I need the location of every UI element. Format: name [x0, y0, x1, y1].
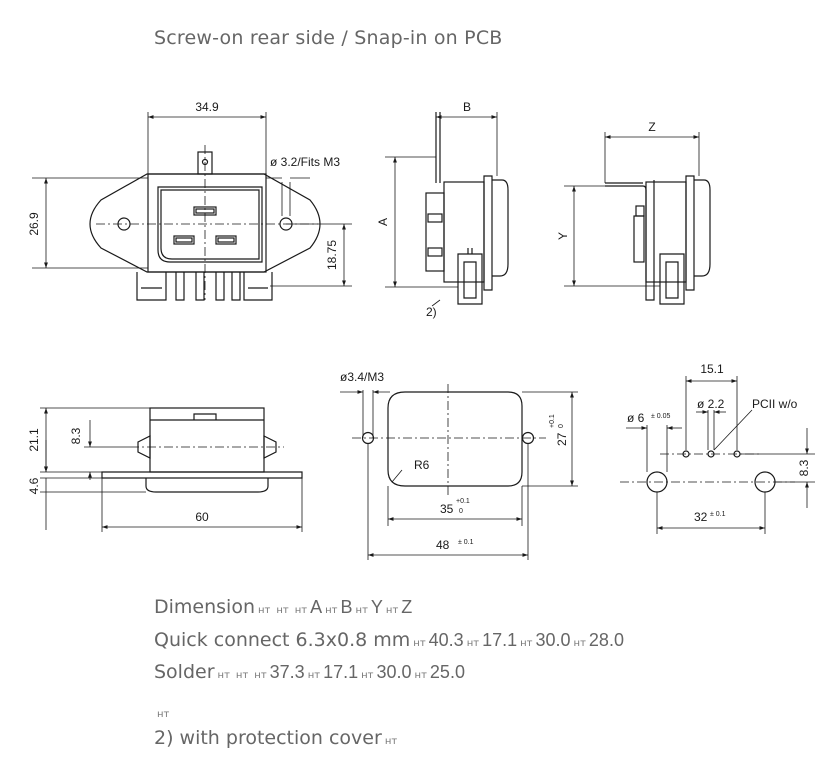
table-cell: 28.0: [588, 630, 624, 650]
dim-26-9: 26.9: [27, 212, 41, 236]
dim-35: 35: [440, 502, 454, 516]
side-view-a-b: [385, 112, 509, 307]
table-blank-row: нт: [154, 700, 172, 722]
table-cell: A: [310, 597, 323, 617]
dim-48: 48: [436, 538, 450, 552]
table-cell: B: [340, 597, 353, 617]
dim-35-tol-upper: +0.1: [456, 498, 470, 505]
table-cell: Z: [401, 597, 413, 617]
dim-d2-2: ø 2.2: [697, 397, 725, 411]
bottom-view: [40, 407, 303, 532]
table-cell: 25.0: [429, 662, 465, 682]
technical-drawing: 34.9 ø 3.2/Fits M3 26.9 18.75 B A 2): [27, 100, 815, 560]
separator: нт: [276, 605, 289, 616]
panel-cutout-view: [340, 384, 578, 560]
dim-48-tol: ± 0.1: [458, 539, 474, 546]
table-cell: 30.0: [376, 662, 412, 682]
dim-d6: ø 6: [627, 411, 645, 425]
separator: нт: [385, 605, 399, 616]
separator: нт: [361, 670, 374, 681]
separator: нт: [235, 670, 249, 681]
separator: нт: [325, 605, 338, 616]
dim-z: Z: [648, 120, 655, 134]
dim-hole-m3: ø 3.2/Fits M3: [270, 155, 340, 169]
separator: нт: [520, 638, 533, 649]
note-2-marker: 2): [426, 305, 437, 319]
separator: нт: [217, 670, 230, 681]
dim-35-tol-lower: 0: [459, 508, 463, 515]
dim-18-75: 18.75: [325, 240, 339, 270]
dim-15-1: 15.1: [700, 362, 724, 376]
table-cell: Y: [370, 597, 383, 617]
separator: нт: [157, 709, 170, 720]
dim-32-tol: ± 0.1: [710, 511, 726, 518]
dim-32: 32: [694, 510, 708, 524]
separator: нт: [294, 605, 308, 616]
dim-r6: R6: [414, 458, 430, 472]
dim-4-6: 4.6: [27, 477, 41, 494]
dim-27-tol-lower: 0: [558, 424, 565, 428]
dim-pcii: PCII w/o: [752, 397, 798, 411]
dim-d6-tol: ± 0.05: [651, 413, 671, 420]
footnote-text: 2) with protection cover: [154, 727, 382, 749]
table-cell: Dimension: [154, 596, 255, 618]
separator: нт: [307, 670, 321, 681]
dim-8-3: 8.3: [69, 427, 83, 444]
dim-a: A: [376, 218, 390, 226]
separator: нт: [414, 670, 427, 681]
dim-m3-hole: ø3.4/M3: [340, 370, 384, 384]
table-cell: 37.3: [269, 662, 305, 682]
dim-21-1: 21.1: [27, 428, 41, 452]
page-heading: Screw-on rear side / Snap-in on PCB: [154, 27, 503, 49]
separator: нт: [258, 605, 271, 616]
dim-60: 60: [195, 510, 209, 524]
pcb-layout-view: [620, 376, 815, 534]
table-cell: 40.3: [428, 630, 464, 650]
dim-y: Y: [556, 232, 570, 240]
dim-b: B: [463, 100, 471, 114]
separator: нт: [466, 638, 480, 649]
dim-27: 27: [555, 432, 569, 446]
side-view-y-z: [564, 132, 711, 305]
front-view: [32, 112, 352, 301]
separator: нт: [413, 638, 426, 649]
table-cell: 17.1: [323, 662, 359, 682]
dim-34-9: 34.9: [195, 100, 219, 114]
dim-8-3-pcb: 8.3: [797, 459, 811, 476]
table-cell: Solder: [154, 661, 215, 683]
separator: нт: [355, 605, 368, 616]
table-cell: Quick connect 6.3x0.8 mm: [154, 629, 411, 651]
dim-27-tol-upper: +0.1: [549, 414, 556, 428]
table-cell: 30.0: [535, 630, 571, 650]
table-cell: 17.1: [482, 630, 518, 650]
separator: нт: [254, 670, 267, 681]
separator: нт: [573, 638, 586, 649]
separator: нт: [384, 736, 398, 747]
